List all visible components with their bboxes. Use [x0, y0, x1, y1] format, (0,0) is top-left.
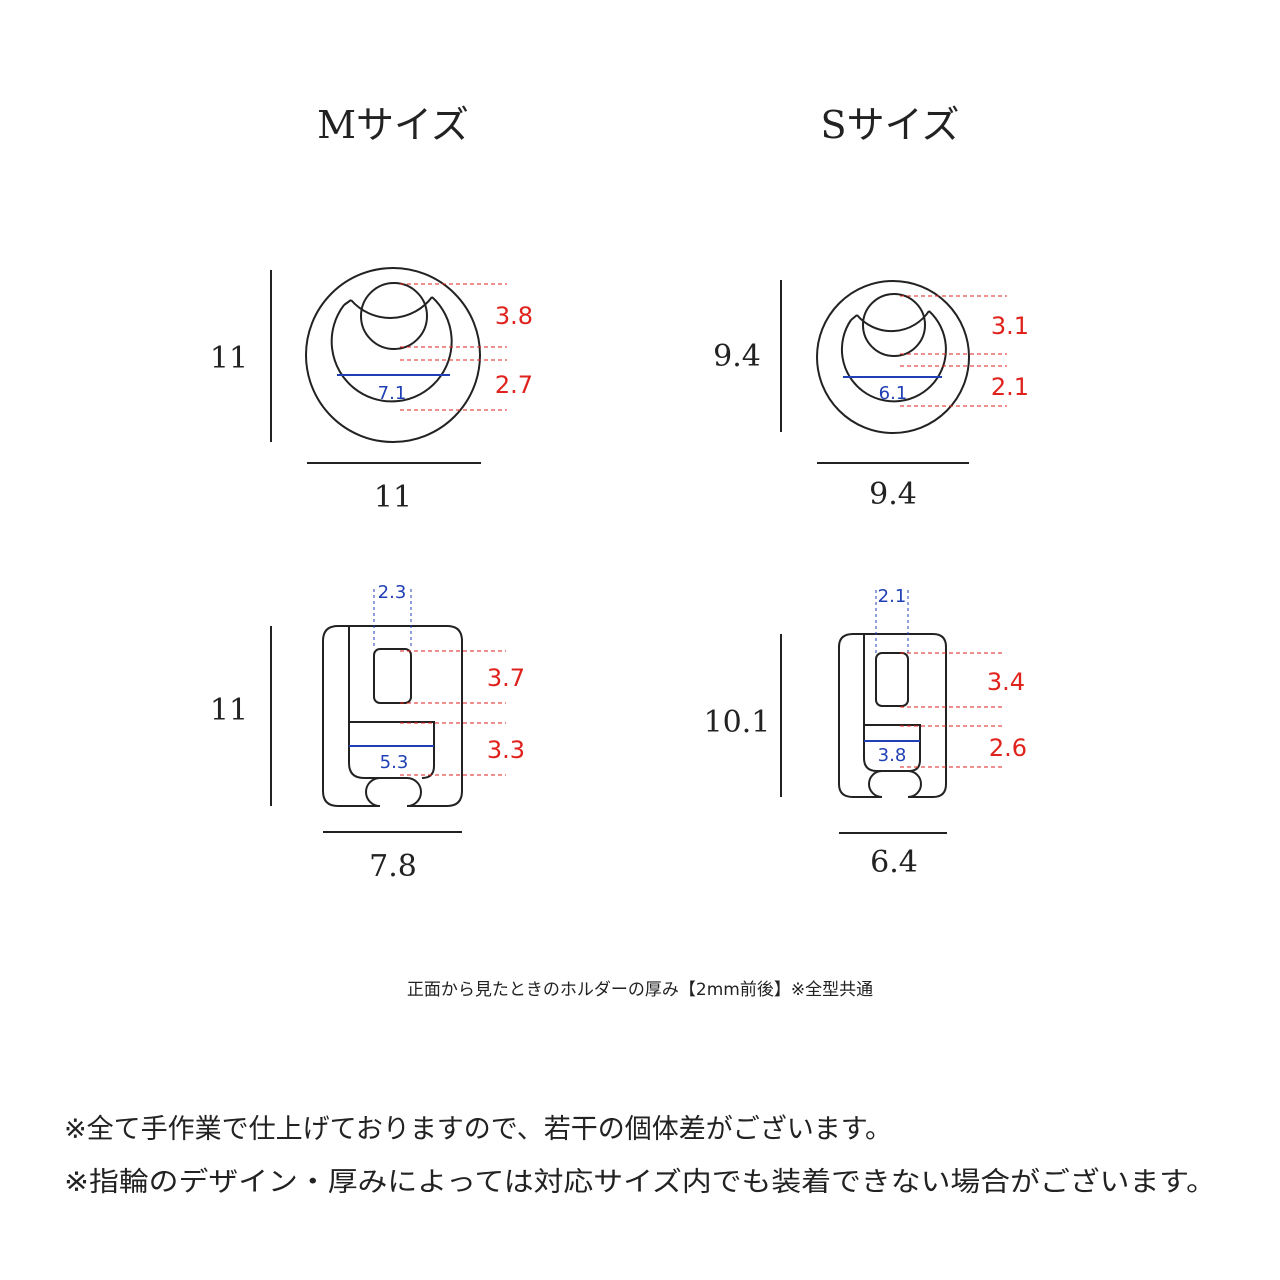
m-round-width-label: 11	[374, 480, 412, 515]
m-rect-slot	[373, 648, 412, 704]
s-rect-inner-width-label: 3.8	[878, 745, 907, 766]
m-rect-lower-label: 3.3	[487, 736, 525, 764]
s-rect-upper-label: 3.4	[987, 668, 1025, 696]
m-round-inner-width-label: 7.1	[378, 383, 407, 404]
s-round-bottom-label: 2.1	[991, 373, 1029, 401]
m-rect-slot-width-label: 2.3	[378, 582, 407, 603]
s-rect-holder: 10.1 6.4 2.1 3.8 3.4 2.6	[704, 586, 1027, 880]
m-rect-body-outline	[322, 625, 463, 807]
s-round-holder: 9.4 9.4 6.1 3.1 2.1	[713, 280, 1029, 512]
m-round-height-label: 11	[210, 341, 248, 376]
m-round-hook-arc	[330, 296, 453, 403]
note-ring-compatibility: ※指輪のデザイン・厚みによっては対応サイズ内でも装着できない場合がございます。	[64, 1167, 1216, 1198]
s-rect-slot	[875, 652, 909, 707]
m-rect-width-label: 7.8	[369, 849, 417, 884]
m-rect-inner-width-label: 5.3	[380, 752, 409, 773]
s-rect-body-outline	[838, 633, 947, 798]
thickness-caption: 正面から見たときのホルダーの厚み【2mm前後】※全型共通	[407, 980, 873, 1000]
m-rect-height-label: 11	[210, 693, 248, 728]
m-round-inner-circle	[360, 282, 428, 350]
m-round-holder: 11 11 7.1 3.8 2.7	[210, 267, 533, 515]
m-round-outer-circle	[305, 267, 481, 443]
s-round-inner-circle	[862, 293, 926, 357]
s-round-height-label: 9.4	[713, 339, 761, 374]
s-round-top-label: 3.1	[991, 312, 1029, 340]
s-round-width-label: 9.4	[869, 477, 917, 512]
title-s-size: Sサイズ	[821, 103, 960, 147]
m-rect-upper-label: 3.7	[487, 664, 525, 692]
s-rect-lower-opening	[864, 724, 921, 772]
s-rect-width-label: 6.4	[870, 845, 918, 880]
title-m-size: Mサイズ	[317, 103, 469, 147]
s-round-hook-arc	[840, 310, 947, 403]
s-round-outer-circle	[816, 280, 970, 434]
s-rect-slot-width-label: 2.1	[878, 586, 907, 607]
s-rect-lower-label: 2.6	[989, 734, 1027, 762]
s-round-inner-width-label: 6.1	[879, 383, 908, 404]
s-rect-height-label: 10.1	[704, 705, 771, 740]
note-individual-difference: ※全て手作業で仕上げておりますので、若干の個体差がございます。	[64, 1114, 892, 1145]
m-rect-holder: 11 7.8 2.3 5.3 3.7 3.3	[210, 582, 525, 884]
m-rect-lower-opening	[349, 721, 435, 779]
m-round-bottom-label: 2.7	[495, 371, 533, 399]
m-round-top-label: 3.8	[495, 302, 533, 330]
